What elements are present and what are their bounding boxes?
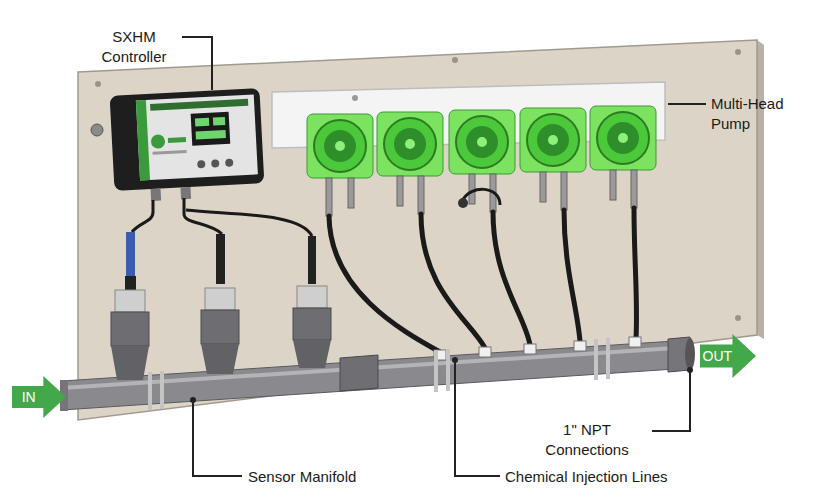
cable-gland (458, 198, 468, 208)
mount-hole (95, 81, 101, 87)
sensor-cable (184, 198, 222, 234)
arrow-fill (12, 376, 66, 418)
mount-hole (735, 49, 741, 55)
leader-dot (452, 357, 458, 363)
controller (110, 88, 265, 203)
callout-label: Multi-Head Pump (711, 94, 811, 134)
union-coupling (340, 355, 378, 391)
flow-arrow: IN (12, 376, 66, 418)
panel-fitting (91, 124, 103, 136)
pipe-clamps (150, 338, 608, 410)
pipe-end (685, 338, 695, 370)
leader-lines (182, 37, 706, 476)
leader-dot (687, 367, 693, 373)
callout-label: Sensor Manifold (248, 467, 356, 487)
flow-arrow: OUT (700, 334, 756, 378)
leader-dot (190, 397, 196, 403)
arrow-label: IN (12, 376, 45, 418)
arrow-shape (12, 376, 66, 418)
sensor-cable (186, 210, 312, 236)
callout-label: SXHM Controller (86, 27, 182, 67)
panel-edge (757, 40, 764, 339)
injection-tubes (329, 208, 637, 352)
pump-heads (307, 106, 656, 178)
callout-label: 1" NPT Connections (522, 420, 652, 460)
arrow-fill (700, 334, 756, 378)
mount-hole (735, 315, 741, 321)
cable (463, 189, 500, 205)
arrow-label: OUT (700, 334, 735, 378)
sensor-cable (132, 200, 153, 232)
tube-fittings (326, 170, 637, 216)
callout-label: Chemical Injection Lines (505, 467, 668, 487)
sensors (111, 232, 331, 380)
mount-hole (452, 57, 458, 63)
pump-port (352, 95, 358, 101)
